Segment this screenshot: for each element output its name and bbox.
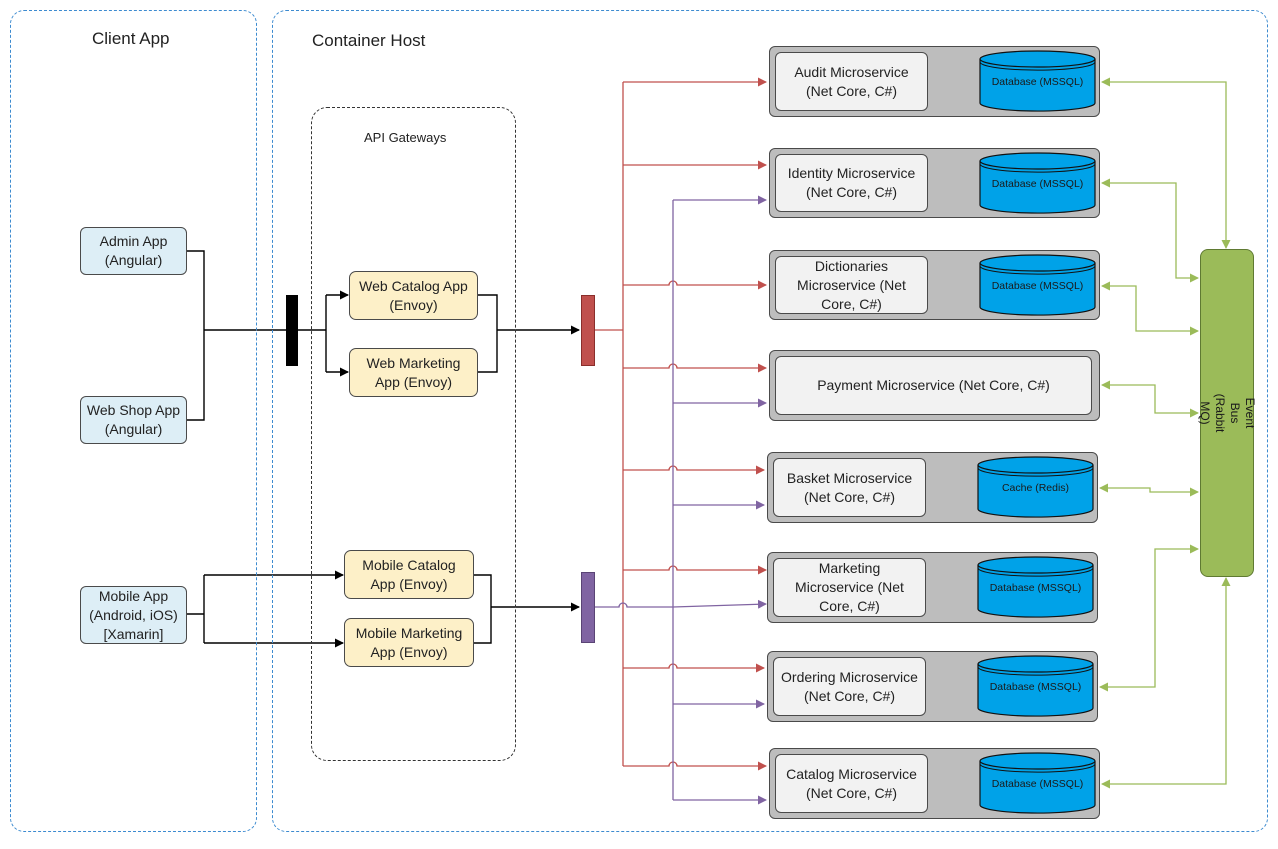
- dictionaries-service-box[interactable]: Dictionaries Microservice (Net Core, C#): [775, 256, 928, 314]
- web-gateway-junction-bar: [581, 295, 595, 366]
- audit-database-icon: [979, 50, 1096, 112]
- container-host-title: Container Host: [312, 31, 426, 50]
- payment-service-box[interactable]: Payment Microservice (Net Core, C#): [775, 356, 1092, 415]
- audit-service-box[interactable]: Audit Microservice (Net Core, C#): [775, 52, 928, 111]
- identity-database-icon: [979, 152, 1096, 214]
- api-gateways-region: [311, 107, 516, 761]
- admin-app-box[interactable]: Admin App (Angular): [80, 227, 187, 275]
- container-host-region: [272, 10, 1268, 832]
- audit-service-label: Audit Microservice (Net Core, C#): [794, 63, 909, 99]
- web-client-junction-bar: [286, 295, 298, 366]
- identity-service-box[interactable]: Identity Microservice (Net Core, C#): [775, 154, 928, 212]
- web-catalog-gateway-label: Web Catalog App (Envoy): [359, 277, 468, 313]
- event-bus-links: [1099, 77, 1231, 789]
- audit-database-label: Database (MSSQL): [991, 76, 1084, 88]
- marketing-service-label: Marketing Microservice (Net Core, C#): [795, 560, 904, 614]
- marketing-database-label: Database (MSSQL): [989, 582, 1082, 594]
- event-bus-box[interactable]: Event Bus (Rabbit MQ): [1198, 249, 1257, 577]
- mobile-gateway-junction-bar: [581, 572, 595, 643]
- basket-cache-icon: [977, 456, 1094, 518]
- marketing-service-box[interactable]: Marketing Microservice (Net Core, C#): [773, 558, 926, 617]
- basket-service-label: Basket Microservice (Net Core, C#): [786, 469, 913, 505]
- admin-app-label: Admin App (Angular): [99, 233, 168, 268]
- mobile-app-box[interactable]: Mobile App (Android, iOS) [Xamarin]: [80, 586, 187, 644]
- ordering-database-icon: [977, 655, 1094, 717]
- identity-service-label: Identity Microservice (Net Core, C#): [787, 165, 916, 200]
- ordering-service-label: Ordering Microservice (Net Core, C#): [781, 668, 918, 704]
- mobile-marketing-gateway[interactable]: Mobile Marketing App (Envoy): [344, 618, 474, 667]
- catalog-service-box[interactable]: Catalog Microservice (Net Core, C#): [775, 754, 928, 813]
- mobile-client-connectors: [187, 570, 344, 648]
- event-bus-label: Event Bus (Rabbit MQ): [1198, 393, 1257, 433]
- webshop-app-box[interactable]: Web Shop App (Angular): [80, 396, 187, 444]
- catalog-database-label: Database (MSSQL): [991, 778, 1084, 790]
- mobile-catalog-gateway-label: Mobile Catalog App (Envoy): [362, 556, 456, 592]
- mobile-gateway-connectors: [474, 574, 580, 644]
- catalog-service-label: Catalog Microservice (Net Core, C#): [786, 765, 917, 801]
- dictionaries-database-label: Database (MSSQL): [991, 280, 1084, 292]
- dictionaries-service-label: Dictionaries Microservice (Net Core, C#): [797, 257, 906, 312]
- mobile-routes: [595, 195, 767, 805]
- web-marketing-gateway-label: Web Marketing App (Envoy): [366, 354, 461, 390]
- mobile-catalog-gateway[interactable]: Mobile Catalog App (Envoy): [344, 550, 474, 599]
- ordering-database-label: Database (MSSQL): [989, 681, 1082, 693]
- web-catalog-gateway[interactable]: Web Catalog App (Envoy): [349, 271, 478, 320]
- catalog-database-icon: [979, 752, 1096, 814]
- webshop-app-label: Web Shop App (Angular): [86, 402, 181, 437]
- ordering-service-box[interactable]: Ordering Microservice (Net Core, C#): [773, 657, 926, 716]
- mobile-marketing-gateway-label: Mobile Marketing App (Envoy): [355, 624, 463, 660]
- basket-service-box[interactable]: Basket Microservice (Net Core, C#): [773, 458, 926, 517]
- client-app-title: Client App: [92, 29, 170, 48]
- payment-service-label: Payment Microservice (Net Core, C#): [817, 377, 1050, 393]
- web-marketing-gateway[interactable]: Web Marketing App (Envoy): [349, 348, 478, 397]
- web-gateway-connectors: [478, 294, 580, 373]
- dictionaries-database-icon: [979, 254, 1096, 316]
- basket-cache-label: Cache (Redis): [1001, 482, 1070, 494]
- identity-database-label: Database (MSSQL): [991, 178, 1084, 190]
- api-gateways-title: API Gateways: [364, 130, 447, 145]
- client-app-region: [10, 10, 257, 832]
- mobile-app-label: Mobile App (Android, iOS) [Xamarin]: [89, 587, 178, 642]
- marketing-database-icon: [977, 556, 1094, 618]
- web-client-connectors: [187, 250, 349, 421]
